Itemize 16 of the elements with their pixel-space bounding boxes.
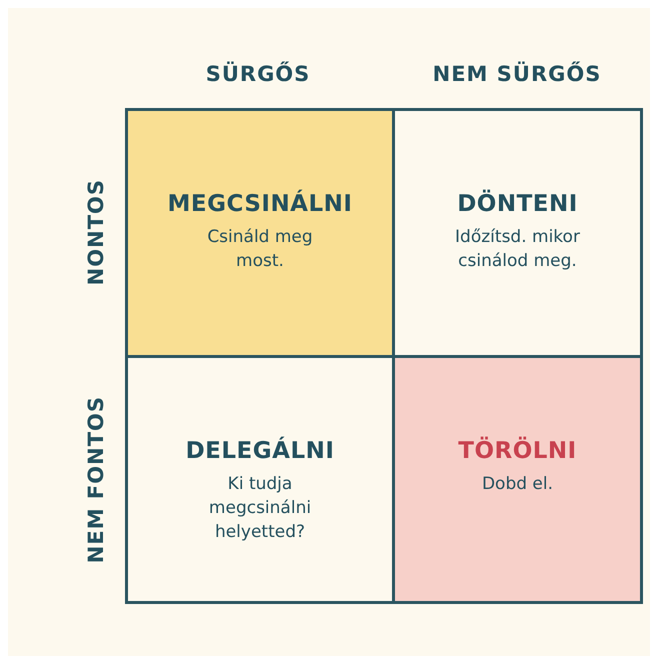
quadrant-cell: [392, 108, 643, 358]
column-header: NEM SÜRGŐS: [432, 62, 602, 86]
quadrant-heading: DÖNTENI: [457, 191, 578, 217]
quadrant-cell: [125, 108, 395, 358]
quadrant-description: Ki tudja megcsinálni helyetted?: [208, 473, 312, 544]
quadrant-heading: MEGCSINÁLNI: [168, 191, 352, 217]
row-header: NEM FONTOS: [84, 396, 108, 564]
quadrant-description: Időzítsd. mikor csinálod meg.: [454, 226, 581, 273]
quadrant-cell: [392, 355, 643, 604]
column-header: SÜRGŐS: [206, 62, 310, 86]
quadrant-description: Dobd el.: [480, 473, 554, 496]
quadrant-cell: [125, 355, 395, 604]
quadrant-heading: TÖRÖLNI: [458, 438, 577, 464]
row-header: NONTOS: [84, 178, 108, 286]
quadrant-description: Csináld meg most.: [206, 226, 314, 273]
quadrant-heading: DELEGÁLNI: [186, 438, 334, 464]
